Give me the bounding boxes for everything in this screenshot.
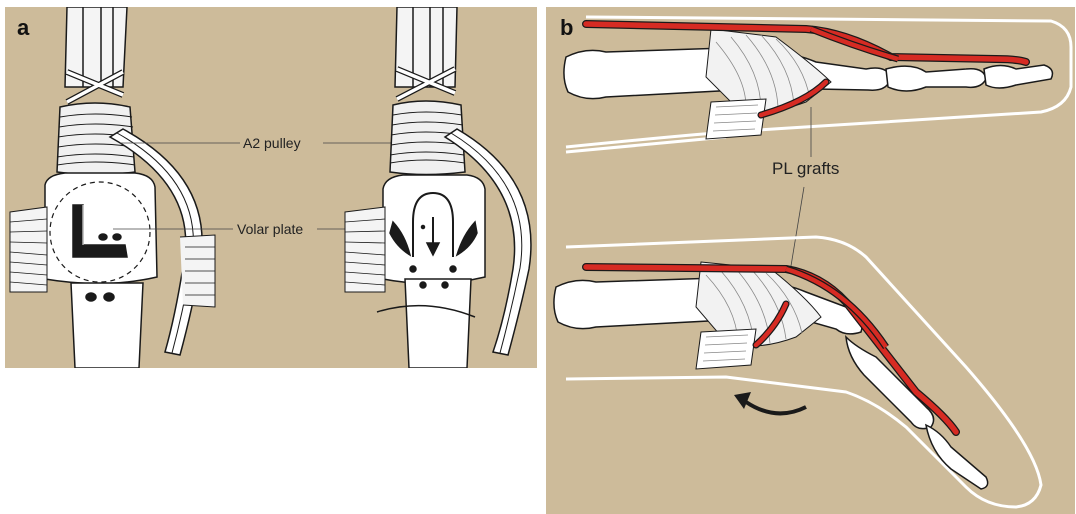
pl-leader-bottom bbox=[790, 187, 804, 272]
panel-a-letter: a bbox=[17, 15, 29, 41]
panel-b: b PL grafts bbox=[546, 7, 1075, 514]
right-finger-drawing bbox=[345, 7, 531, 368]
top-finger-drawing bbox=[564, 17, 1071, 152]
volar-plate-label: Volar plate bbox=[237, 221, 303, 237]
flexion-arrow bbox=[746, 402, 806, 413]
panel-a-illustration bbox=[5, 7, 537, 368]
bottom-finger-drawing bbox=[554, 237, 1041, 507]
a2-pulley-label: A2 pulley bbox=[243, 135, 301, 151]
left-finger-drawing bbox=[10, 7, 215, 368]
panel-a: a A2 pulley Volar plate bbox=[5, 7, 537, 368]
panel-b-illustration bbox=[546, 7, 1075, 514]
panel-b-letter: b bbox=[560, 15, 573, 41]
pl-grafts-label: PL grafts bbox=[772, 159, 839, 179]
